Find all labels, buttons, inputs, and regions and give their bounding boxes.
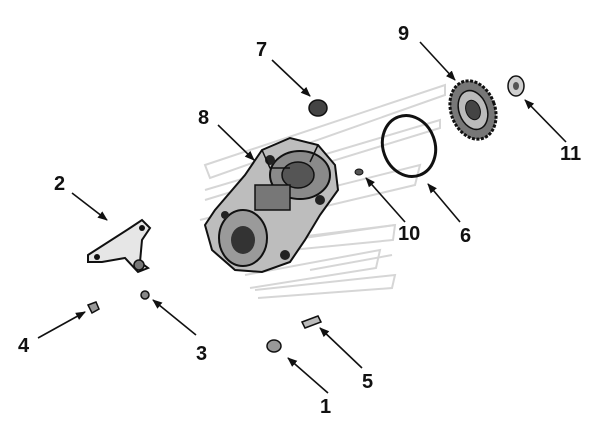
callout-2: 2 xyxy=(54,173,65,195)
bolt-part xyxy=(86,301,100,315)
callout-9: 9 xyxy=(398,23,409,45)
callout-4: 4 xyxy=(18,335,30,357)
leader-arrow-2 xyxy=(71,192,108,221)
mounting-bracket-part xyxy=(87,218,152,274)
leader-arrow-10 xyxy=(365,177,406,223)
washer-part xyxy=(266,339,282,353)
callout-3: 3 xyxy=(196,343,207,365)
leader-arrow-6 xyxy=(427,183,461,223)
gear-nut-part xyxy=(507,75,525,97)
leader-arrow-11 xyxy=(524,99,567,143)
stud-bolt-part xyxy=(300,315,323,329)
leader-arrow-8 xyxy=(217,124,255,161)
o-ring-part xyxy=(380,114,438,178)
callout-5: 5 xyxy=(362,371,373,393)
leader-arrow-4 xyxy=(37,311,86,339)
leader-arrow-9 xyxy=(419,41,456,81)
leader-arrow-1 xyxy=(287,357,329,394)
leader-arrow-7 xyxy=(271,59,311,97)
callout-labels: 1 2 3 4 5 6 7 8 9 10 11 xyxy=(18,23,581,418)
callout-7: 7 xyxy=(256,39,267,61)
callout-1: 1 xyxy=(320,396,331,418)
drive-gear-part xyxy=(448,79,498,141)
dowel-pin-part xyxy=(354,168,364,176)
callout-6: 6 xyxy=(460,225,471,247)
small-screw-part xyxy=(140,290,150,300)
leader-arrows xyxy=(37,41,567,394)
leader-arrow-5 xyxy=(319,327,363,369)
callout-11: 11 xyxy=(560,143,581,165)
pump-housing-part xyxy=(203,136,340,274)
cap-nut-part xyxy=(308,99,328,117)
callout-10: 10 xyxy=(398,223,420,245)
callout-8: 8 xyxy=(198,107,209,129)
leader-arrow-3 xyxy=(152,299,197,336)
